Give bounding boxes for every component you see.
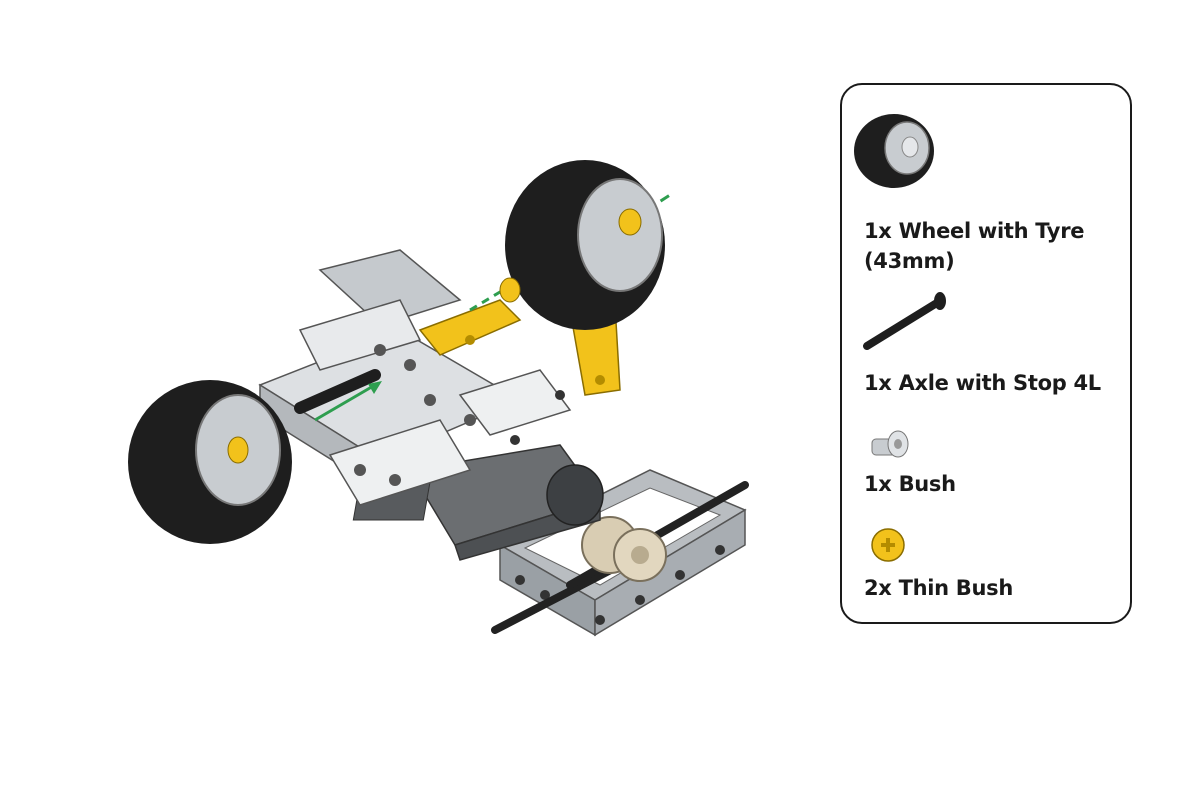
assembly-diagram: [128, 160, 749, 637]
thin-bush-parts: [499, 277, 521, 303]
front-axle: [294, 369, 381, 414]
parts-list-panel: 1x Wheel with Tyre (43mm) 1x Axle with S…: [840, 83, 1132, 624]
thin-bush-icon: [871, 528, 905, 562]
main-chassis: [258, 249, 572, 506]
part-label-bush: 1x Bush: [864, 472, 956, 496]
left-wheel: [128, 380, 292, 544]
gear-assembly: [581, 516, 667, 582]
wheel-with-tyre-icon: [854, 114, 934, 188]
part-label-wheel: 1x Wheel with Tyre: [864, 219, 1085, 243]
axle-with-stop-icon: [863, 292, 946, 350]
bush-icon: [871, 430, 909, 458]
right-wheel: [505, 160, 665, 330]
part-label-wheel-size: (43mm): [864, 249, 955, 273]
part-label-thin-bush: 2x Thin Bush: [864, 576, 1014, 600]
part-label-axle: 1x Axle with Stop 4L: [864, 371, 1101, 395]
